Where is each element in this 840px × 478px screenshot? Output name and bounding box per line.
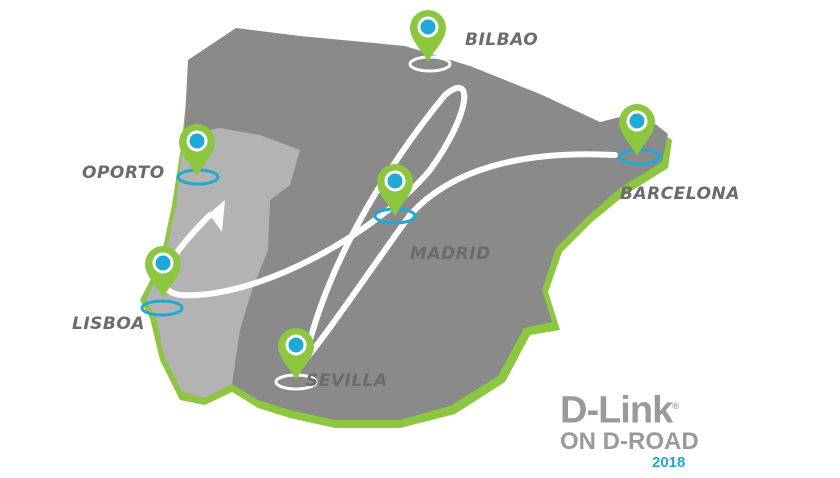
pin-dot — [285, 334, 307, 356]
route-arrow-icon — [196, 200, 225, 232]
city-label-barcelona: BARCELONA — [620, 184, 740, 204]
dlink-logo: D-Link® ON D-ROAD 2018 — [560, 388, 730, 471]
city-label-oporto: OPORTO — [82, 163, 165, 183]
city-label-sevilla: SEVILLA — [306, 371, 388, 391]
pin-ring — [140, 299, 184, 317]
pin-dot — [152, 252, 174, 274]
portugal-land — [146, 128, 300, 398]
city-label-bilbao: BILBAO — [465, 30, 539, 50]
logo-registered: ® — [672, 401, 679, 411]
pin-dot — [626, 110, 648, 132]
logo-year: 2018 — [652, 453, 686, 471]
pin-dot — [384, 170, 406, 192]
city-label-lisboa: LISBOA — [72, 314, 145, 334]
logo-tagline: ON D-ROAD — [560, 427, 699, 455]
route-barcelona-madrid-bilbao — [302, 151, 618, 363]
pin-dot — [186, 130, 208, 152]
city-label-madrid: MADRID — [410, 244, 491, 264]
logo-brand: D-Link — [560, 389, 673, 432]
pin-dot — [417, 16, 439, 38]
